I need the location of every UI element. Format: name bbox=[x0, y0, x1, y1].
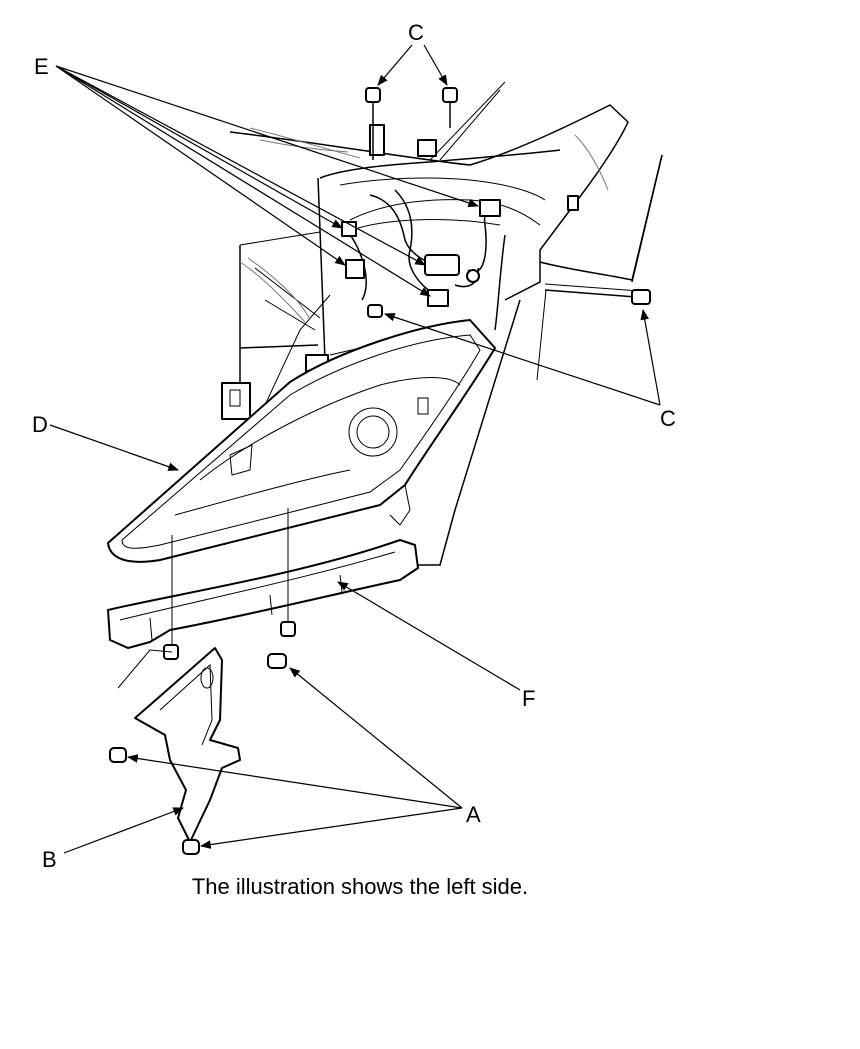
callout-b: B bbox=[42, 847, 57, 872]
connector-5-icon bbox=[427, 289, 449, 307]
callout-d: D bbox=[32, 412, 48, 437]
callout-c-right: C bbox=[660, 406, 676, 431]
connector-3-icon bbox=[345, 259, 365, 279]
leader-lines bbox=[49, 44, 661, 854]
lower-bracket bbox=[107, 508, 419, 660]
figure-caption: The illustration shows the left side. bbox=[191, 874, 529, 899]
top-bolts bbox=[365, 87, 651, 318]
wiring-harness bbox=[341, 189, 501, 307]
connector-1-icon bbox=[479, 199, 501, 217]
callout-a: A bbox=[466, 802, 481, 827]
callout-c-top: C bbox=[408, 20, 424, 45]
side-cover bbox=[109, 647, 287, 855]
callout-e: E bbox=[34, 54, 49, 79]
headlight-assembly bbox=[107, 319, 496, 563]
connector-4-icon bbox=[424, 254, 460, 276]
callout-f: F bbox=[522, 686, 535, 711]
